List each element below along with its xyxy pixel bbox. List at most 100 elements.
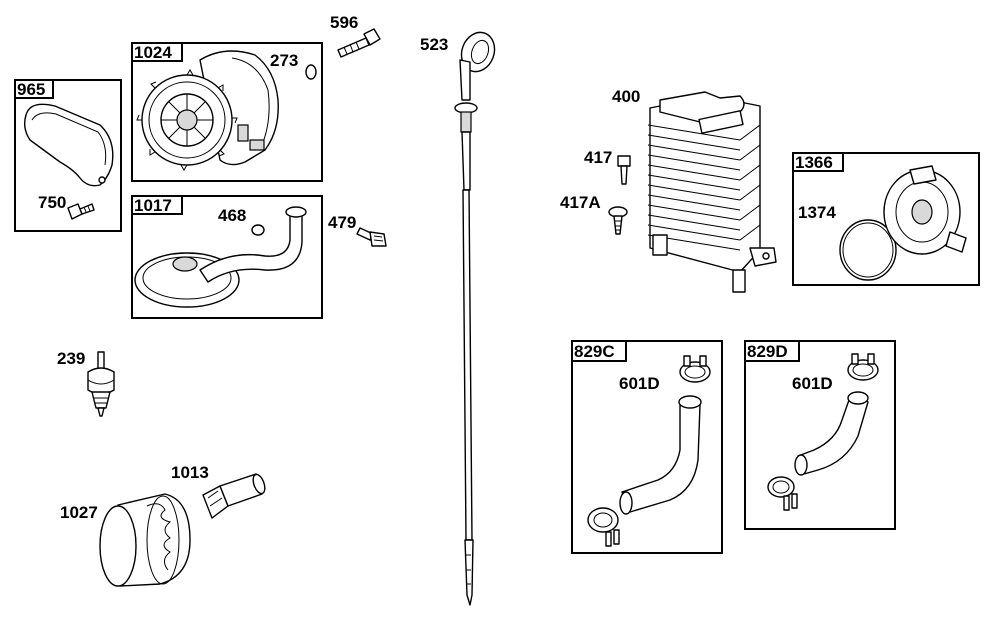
box-1366 [792, 152, 980, 286]
group-1017: 1017 468 [131, 195, 323, 319]
group-1027: 1027 [60, 493, 191, 587]
adapter-1366-port-side [945, 231, 967, 253]
switch-239-thread [91, 391, 111, 409]
box-1017 [131, 195, 323, 319]
dipstick-upper [461, 131, 471, 191]
label-1013: 1013 [171, 463, 209, 482]
box-965 [14, 79, 122, 232]
group-596: 596 [330, 13, 381, 58]
label-965: 965 [17, 80, 45, 99]
pump-fitting [237, 124, 249, 142]
group-239: 239 [57, 349, 115, 417]
cover-plate [23, 103, 114, 187]
cooler-fins [647, 124, 741, 251]
dipstick-tip [464, 539, 474, 606]
group-1366: 1366 1374 [792, 152, 980, 286]
adapter-1366-port-top [909, 165, 937, 185]
label-1366: 1366 [795, 153, 833, 172]
bolt-750 [67, 203, 95, 220]
label-479: 479 [328, 213, 356, 232]
group-829c: 829C 601D [571, 340, 723, 554]
label-601d-d: 601D [792, 374, 833, 393]
cooler-bracket-hole [762, 252, 770, 260]
cooler-top-slot [698, 110, 744, 134]
bolt-596-thread [343, 41, 360, 55]
hose-829c [621, 399, 701, 513]
bolt-596-head [363, 28, 381, 46]
group-479: 479 [328, 213, 387, 247]
pump-gear-teeth-line [148, 81, 226, 159]
box-829c [571, 340, 723, 554]
group-965: 965 750 [14, 79, 122, 232]
group-829d: 829D 601D [744, 340, 896, 530]
group-417: 417 417A [560, 148, 631, 235]
switch-239-line [87, 379, 115, 385]
group-400: 400 [612, 87, 777, 293]
tag-965 [14, 79, 54, 99]
label-596: 596 [330, 13, 358, 32]
clamp-601d-c-top [679, 355, 711, 383]
label-1027: 1027 [60, 503, 98, 522]
hose-829d [797, 395, 869, 475]
dipstick-blade [462, 189, 473, 541]
filter-1027-base [99, 505, 137, 587]
bolt-479-head [369, 231, 387, 247]
dipstick-marks [466, 554, 471, 585]
bolt-479-shank [356, 227, 374, 241]
dipstick-plug [460, 111, 472, 133]
label-417a: 417A [560, 193, 601, 212]
label-829c: 829C [574, 342, 615, 361]
bolt-479-lines [373, 235, 384, 242]
group-523: 523 [420, 31, 496, 606]
tag-1366 [792, 152, 844, 172]
hose-829c-bottom-end [619, 491, 633, 515]
cooler-port-2 [732, 269, 746, 293]
adapter-1366-center [911, 199, 933, 225]
label-417: 417 [584, 148, 612, 167]
pickup-tube [199, 213, 303, 283]
label-468: 468 [218, 206, 246, 225]
oring-273 [305, 64, 317, 80]
filter-1027-wave [146, 503, 172, 571]
screw-417-head [617, 155, 631, 167]
pump-gear-spokes [161, 94, 213, 146]
switch-239-body [87, 367, 115, 395]
bolt-596-shank [337, 37, 370, 58]
tag-829d [744, 340, 800, 362]
tag-1024 [131, 42, 183, 62]
hose-829c-top-end [678, 395, 702, 409]
hose-829d-bottom-end [794, 454, 808, 476]
label-601d-c: 601D [619, 374, 660, 393]
cover-plate-edge [31, 112, 107, 166]
pump-gear-tooth-marks [136, 69, 238, 171]
switch-239-tip [97, 407, 105, 417]
pickup-tube-end [285, 206, 307, 218]
hose-829d-top-end [847, 391, 869, 405]
label-1374: 1374 [798, 203, 836, 222]
box-1024 [131, 42, 323, 182]
dipstick-neck [459, 59, 471, 101]
label-273: 273 [270, 51, 298, 70]
cooler-port-1 [652, 234, 668, 256]
screw-417a-thread [614, 220, 622, 231]
tag-1017 [131, 195, 183, 215]
tag-829c [571, 340, 627, 362]
fitting-1013-end [252, 473, 266, 495]
oring-468 [251, 224, 265, 236]
filter-1027-band [146, 495, 180, 585]
label-750: 750 [38, 193, 66, 212]
label-239: 239 [57, 349, 85, 368]
box-829d [744, 340, 896, 530]
label-829d: 829D [747, 342, 788, 361]
filter-1027-can [117, 493, 191, 587]
clamp-601d-c-bottom [587, 507, 620, 547]
oring-1374 [839, 219, 897, 281]
clamp-601d-d-bottom [767, 476, 798, 511]
oring-1374-inner [842, 222, 894, 278]
pickup-screen-cap [172, 256, 198, 272]
group-1024: 1024 273 [131, 42, 323, 182]
switch-239-thread-lines [94, 397, 108, 404]
screw-417-shank [620, 165, 628, 185]
